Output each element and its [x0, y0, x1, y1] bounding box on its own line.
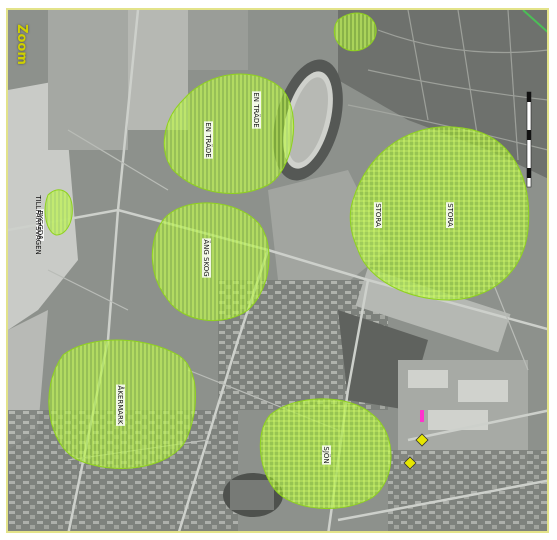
zone-label-text: ÄNG SKOG	[202, 239, 211, 276]
pink-marker	[420, 410, 424, 422]
street-label: TILLFARTSVÄGEN	[34, 194, 43, 254]
zone-b[interactable]	[349, 126, 530, 301]
zone-label-text: STORA	[374, 203, 382, 227]
zone-a-label: EN TRÄDE	[252, 91, 261, 129]
poi-marker[interactable]	[403, 456, 417, 470]
zone-label-text: BYGGDA	[36, 210, 44, 240]
zone-d[interactable]	[44, 189, 73, 236]
zone-d-label: BYGGDA	[36, 209, 44, 242]
zone-b-label: STORA	[446, 202, 454, 229]
svg-text:TILLFARTSVÄGEN: TILLFARTSVÄGEN	[34, 194, 43, 254]
zone-label-text: EN TRÄDE	[204, 122, 213, 157]
zone-g-label: SJÖN	[322, 445, 331, 465]
zone-label-text: STORA	[446, 203, 454, 227]
zone-label-text: SJÖN	[322, 446, 331, 463]
map-frame: EN TRÄDE EN TRÄDE STORA STORA ÄNG SKOG BYGGDA…	[6, 8, 549, 533]
zone-top-small[interactable]	[333, 12, 377, 52]
zone-c-label: ÄNG SKOG	[202, 238, 211, 278]
scale-bar	[526, 91, 532, 188]
zone-b-label: STORA	[374, 202, 382, 229]
zone-a[interactable]	[163, 73, 295, 194]
poi-marker[interactable]	[415, 433, 429, 447]
zone-a-label: EN TRÄDE	[204, 121, 213, 159]
zoom-label-text: Zoom	[13, 23, 29, 65]
zoom-button[interactable]: Zoom	[10, 14, 32, 74]
zone-label-text: EN TRÄDE	[252, 92, 261, 127]
zone-label-text: ÅKERMARK	[116, 386, 125, 425]
aerial-map[interactable]: EN TRÄDE EN TRÄDE STORA STORA ÄNG SKOG BYGGDA…	[8, 10, 549, 533]
zone-f-label: ÅKERMARK	[116, 384, 125, 426]
